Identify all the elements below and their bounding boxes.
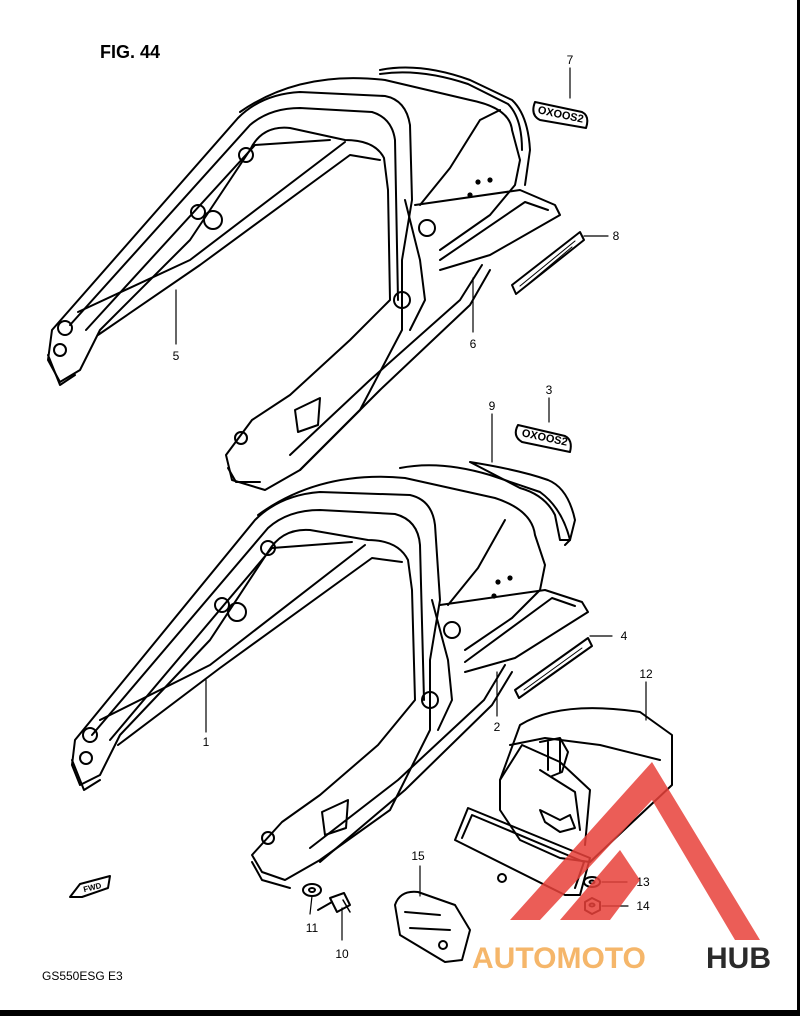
reflector — [394, 890, 471, 963]
upper-seat-tail-cover — [47, 66, 561, 491]
callout-13: 13 — [636, 875, 650, 889]
bottom-border — [0, 1010, 800, 1016]
screw-10 — [317, 892, 351, 913]
emblem-7 — [532, 101, 589, 129]
lower-seat-tail-cover — [71, 461, 589, 889]
callout-5: 5 — [173, 349, 180, 363]
callout-14: 14 — [636, 899, 650, 913]
figure-title: FIG. 44 — [100, 42, 160, 62]
callout-6: 6 — [470, 337, 477, 351]
emblem-3 — [514, 424, 572, 453]
callout-2: 2 — [494, 720, 501, 734]
callout-4: 4 — [621, 629, 628, 643]
model-code: GS550ESG E3 — [42, 969, 123, 983]
fwd-arrow — [69, 875, 111, 898]
callout-1: 1 — [203, 735, 210, 749]
callout-12: 12 — [639, 667, 653, 681]
callout-9: 9 — [489, 399, 496, 413]
stripe-decal-lower — [514, 637, 593, 699]
stripe-decal-upper — [511, 231, 585, 295]
watermark-prefix: AUTOMOTO — [472, 942, 646, 975]
callout-numbers: 1 2 3 4 5 6 7 8 9 10 11 12 13 14 15 — [173, 53, 653, 961]
watermark: AUTOMOTO HUB — [472, 762, 771, 975]
callout-10: 10 — [335, 947, 349, 961]
watermark-suffix: HUB — [706, 942, 771, 975]
callout-3: 3 — [546, 383, 553, 397]
right-border — [797, 0, 800, 1016]
callout-11: 11 — [306, 921, 319, 935]
callout-7: 7 — [567, 53, 574, 67]
callout-15: 15 — [411, 849, 425, 863]
fwd-label: FWD — [82, 881, 102, 894]
callout-8: 8 — [613, 229, 620, 243]
watermark-triangle — [510, 762, 760, 940]
washer-11 — [302, 883, 322, 897]
